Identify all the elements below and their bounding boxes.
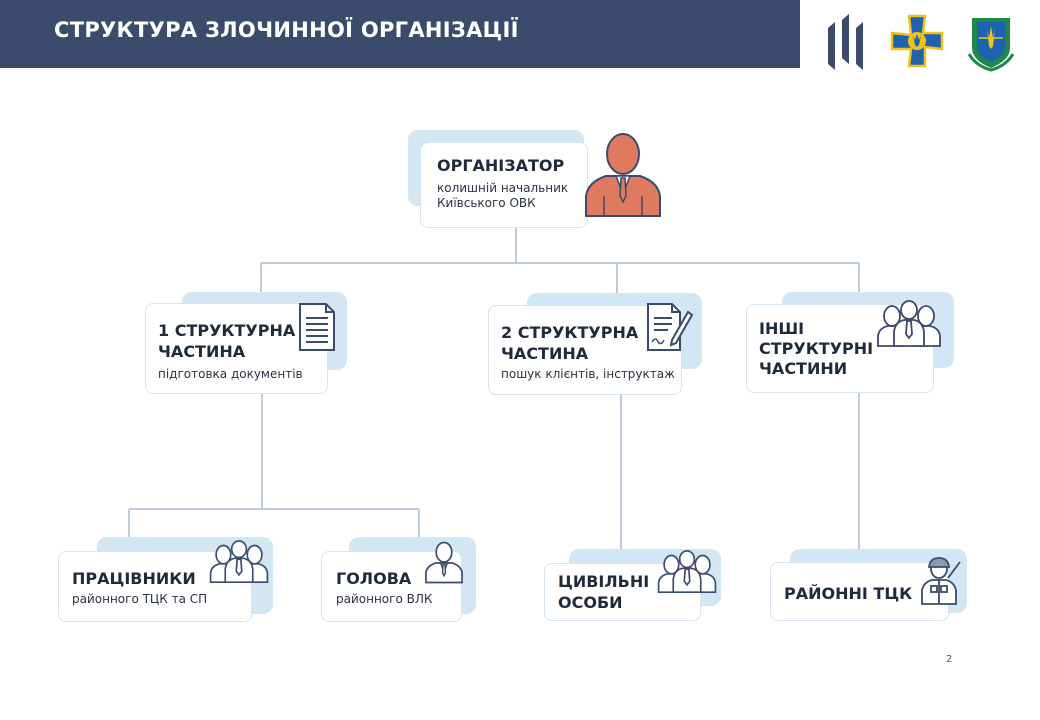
security-service-emblem-icon — [890, 14, 944, 68]
other-title: ІНШІ СТРУКТУРНІ ЧАСТИНИ — [759, 319, 874, 378]
part2-title: 2 СТРУКТУРНА ЧАСТИНА — [501, 323, 639, 363]
district-card: РАЙОННІ ТЦК — [770, 562, 949, 621]
head-title: ГОЛОВА — [336, 569, 412, 588]
soldier-icon — [921, 557, 961, 605]
head-card: ГОЛОВА районного ВЛК — [321, 551, 462, 622]
organizer-card: ОРГАНІЗАТОР колишній начальник Київськог… — [420, 142, 588, 228]
group-icon — [209, 540, 269, 583]
head-subtitle: районного ВЛК — [336, 592, 433, 606]
part1-subtitle: підготовка документів — [158, 367, 303, 381]
person-icon — [585, 133, 661, 217]
workers-title: ПРАЦІВНИКИ — [72, 569, 196, 588]
group-icon — [657, 550, 717, 593]
contract-signing-icon — [647, 303, 694, 351]
agency-logo-icon — [828, 14, 863, 70]
part2-subtitle: пошук клієнтів, інструктаж — [501, 367, 675, 381]
workers-subtitle: районного ТЦК та СП — [72, 592, 208, 606]
organizer-title: ОРГАНІЗАТОР — [437, 156, 565, 175]
organizer-subtitle: колишній начальник Київського ОВК — [437, 181, 569, 210]
part1-title: 1 СТРУКТУРНА ЧАСТИНА — [158, 321, 296, 361]
part1-card: 1 СТРУКТУРНА ЧАСТИНА підготовка документ… — [145, 303, 328, 394]
person-icon — [425, 541, 463, 584]
prosecutor-emblem-icon — [967, 18, 1015, 72]
other-card: ІНШІ СТРУКТУРНІ ЧАСТИНИ — [746, 304, 934, 393]
district-title: РАЙОННІ ТЦК — [784, 584, 913, 603]
civilians-title: ЦИВІЛЬНІ ОСОБИ — [558, 572, 650, 612]
header-bar: СТРУКТУРА ЗЛОЧИННОЇ ОРГАНІЗАЦІЇ — [0, 0, 800, 68]
page-number: 2 — [946, 654, 953, 665]
group-icon — [877, 300, 941, 347]
document-icon — [299, 303, 335, 351]
page-title: СТРУКТУРА ЗЛОЧИННОЇ ОРГАНІЗАЦІЇ — [54, 18, 519, 42]
